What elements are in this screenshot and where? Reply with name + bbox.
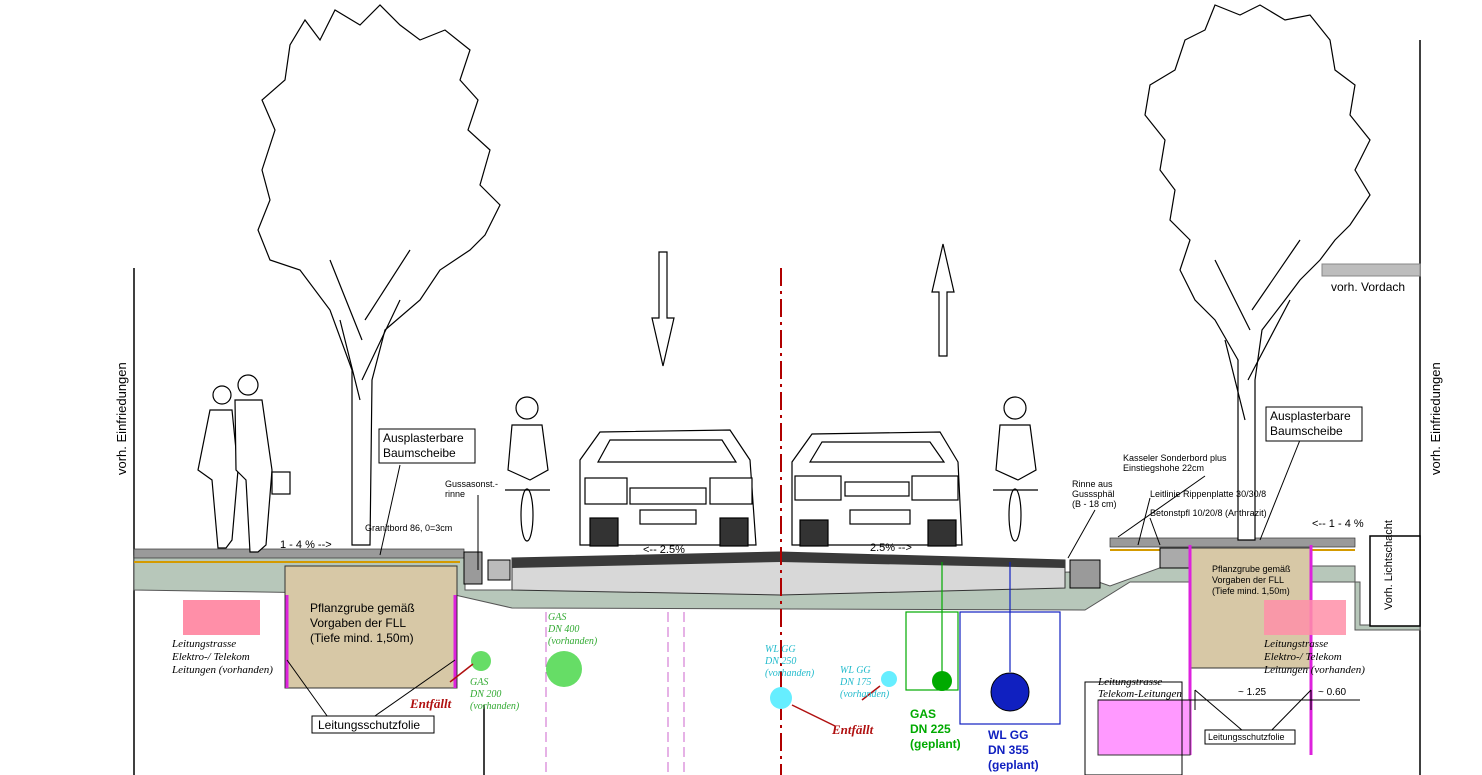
fence-right-label: vorh. Einfriedungen	[1428, 362, 1443, 475]
cyclist-left-icon	[505, 396, 550, 542]
telekom-line2: Telekom-Leitungen	[1098, 688, 1182, 700]
slope-lane-left-label: <-- 2.5%	[643, 544, 685, 556]
gas-225-line3: (geplant)	[910, 737, 961, 751]
slope-right-label: <-- 1 - 4 %	[1312, 518, 1364, 530]
road-surface-layer	[512, 552, 1065, 568]
curb-right	[1069, 559, 1101, 589]
tree-disc-left-line2: Baumscheibe	[383, 446, 456, 460]
water-355-line3: (geplant)	[988, 758, 1039, 772]
cable-right-line1: Leitungstrasse	[1263, 638, 1328, 650]
gas-225-line2: DN 225	[910, 722, 951, 736]
slope-left-label: 1 - 4 % -->	[280, 539, 332, 551]
water-pipe-dn355	[990, 672, 1030, 712]
kassel-curb	[1159, 547, 1191, 569]
arrow-down-icon	[651, 251, 675, 367]
gutter-left-line1: Gussasonst.-	[445, 479, 498, 489]
entfaellt-arrows	[449, 663, 881, 727]
fence-left-label: vorh. Einfriedungen	[114, 362, 129, 475]
kassel-curb-line2: Einstiegshohe 22cm	[1123, 463, 1204, 473]
gas-400-line1: GAS	[548, 612, 566, 623]
water-250-line3: (vorhanden)	[765, 668, 815, 679]
dimension-lines	[1194, 690, 1360, 710]
tree-disc-left-line1: Ausplasterbare	[383, 431, 464, 445]
gas-pipe-dn400	[546, 651, 582, 687]
water-pipe-dn175	[881, 671, 897, 687]
gutter-right-line3: (B - 18 cm)	[1072, 499, 1117, 509]
tree-right-icon	[1144, 4, 1371, 541]
granite-curb-label: Granitbord 86, 0=3cm	[365, 523, 452, 533]
foil-left-label: Leitungsschutzfolie	[318, 718, 420, 732]
cyclist-right-icon	[993, 396, 1038, 542]
cable-trench-left	[183, 600, 260, 635]
cable-left-line3: Leitungen (vorhanden)	[171, 664, 273, 676]
telekom-box	[1084, 681, 1183, 775]
cable-left-line2: Elektro-/ Telekom	[171, 651, 250, 663]
concrete-paver-label: Betonstpfl 10/20/8 (Anthrazit)	[1150, 508, 1267, 518]
gas-400-line2: DN 400	[547, 624, 579, 635]
arrow-up-icon	[931, 243, 955, 357]
foil-right-box	[1204, 729, 1296, 745]
canopy-label: vorh. Vordach	[1331, 280, 1405, 294]
water-250-line1: WL GG	[765, 644, 796, 655]
gas-400-line3: (vorhanden)	[548, 636, 598, 647]
kassel-curb-line1: Kasseler Sonderbord plus	[1123, 453, 1227, 463]
pit-right-line2: Vorgaben der FLL	[1212, 575, 1284, 585]
water-175-line2: DN 175	[839, 677, 871, 688]
tree-disc-right-line1: Ausplasterbare	[1270, 409, 1351, 423]
water-175-line1: WL GG	[840, 665, 871, 676]
telekom-line1: Leitungstrasse	[1097, 676, 1162, 688]
entfaellt-label-2: Entfällt	[831, 722, 874, 737]
gas-225-line1: GAS	[910, 707, 936, 721]
foil-right-label: Leitungsschutzfolie	[1208, 732, 1285, 742]
canopy-bar	[1321, 263, 1421, 277]
dim-060-label: ~ 0.60	[1318, 687, 1347, 698]
pit-right-line3: (Tiefe mind. 1,50m)	[1212, 586, 1290, 596]
guide-line-label: Leitlinie Rippenplatte 30/30/8	[1150, 489, 1266, 499]
gas-200-line1: GAS	[470, 677, 488, 688]
tree-disc-left-box	[378, 428, 476, 464]
pit-left-line1: Pflanzgrube gemäß	[310, 601, 415, 615]
pit-left-line2: Vorgaben der FLL	[310, 616, 406, 630]
gutter-right-line1: Rinne aus	[1072, 479, 1113, 489]
water-175-line3: (vorhanden)	[840, 689, 890, 700]
light-shaft	[1369, 535, 1421, 627]
water-250-line2: DN 250	[764, 656, 796, 667]
tree-left-icon	[257, 4, 501, 546]
light-shaft-label: Vorh. Lichtschacht	[1383, 520, 1395, 610]
car-right-icon	[791, 431, 963, 547]
gutter-right-line2: Gusssphäl	[1072, 489, 1115, 499]
foil-left-box	[311, 715, 435, 734]
car-left-icon	[579, 429, 757, 547]
pit-left-line3: (Tiefe mind. 1,50m)	[310, 631, 414, 645]
gas-200-line3: (vorhanden)	[470, 701, 520, 712]
cable-right-line3: Leitungen (vorhanden)	[1263, 664, 1365, 676]
curb-left	[463, 551, 483, 585]
cable-right-line2: Elektro-/ Telekom	[1263, 651, 1342, 663]
pedestrians-icon	[197, 374, 291, 553]
gas-200-line2: DN 200	[469, 689, 501, 700]
water-pipe-dn250	[770, 687, 792, 709]
dim-125-label: ~ 1.25	[1238, 687, 1267, 698]
water-355-line1: WL GG	[988, 728, 1028, 742]
gutter-left-line2: rinne	[445, 489, 465, 499]
gas-trench-planned	[905, 611, 959, 691]
gutter-left	[487, 559, 511, 581]
tree-disc-right-box	[1265, 406, 1363, 442]
gas-pipe-dn200	[471, 651, 491, 671]
telekom-trench	[1097, 699, 1191, 756]
pit-right-line1: Pflanzgrube gemäß	[1212, 564, 1291, 574]
gas-pipe-dn225	[932, 671, 952, 691]
planting-pit-left	[284, 565, 458, 689]
sidewalk-paving-right	[1109, 537, 1356, 548]
tree-disc-right-line2: Baumscheibe	[1270, 424, 1343, 438]
slope-lane-right-label: 2.5% -->	[870, 542, 912, 554]
cable-trench-right	[1264, 600, 1346, 635]
entfaellt-label-1: Entfällt	[409, 696, 452, 711]
water-355-line2: DN 355	[988, 743, 1029, 757]
cable-left-line1: Leitungstrasse	[171, 638, 236, 650]
